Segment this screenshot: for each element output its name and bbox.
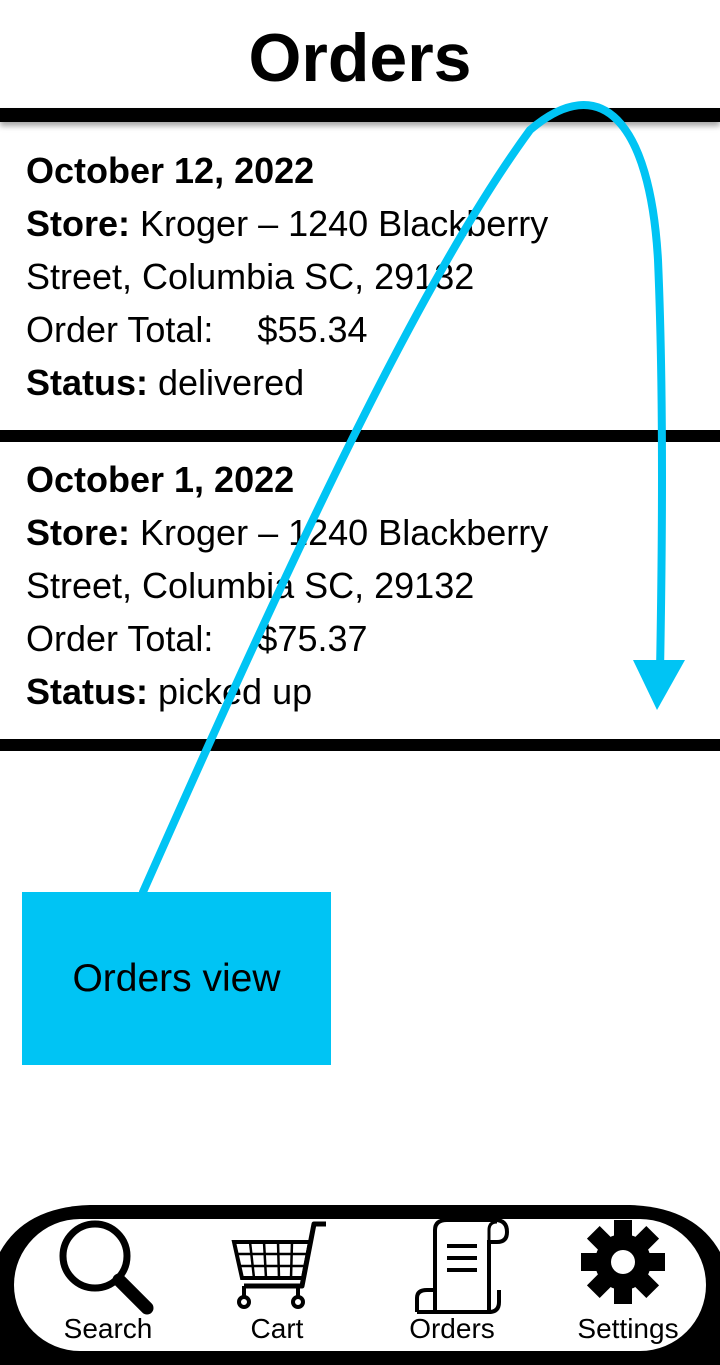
order-date: October 1, 2022 bbox=[26, 459, 295, 500]
order-card-2[interactable]: October 1, 2022 Store: Kroger – 1240 Bla… bbox=[26, 453, 706, 718]
gear-icon bbox=[581, 1220, 665, 1304]
order-total-label: Order Total: bbox=[26, 618, 214, 659]
tab-label: Search bbox=[63, 1313, 153, 1344]
tab-label: Orders bbox=[409, 1313, 495, 1344]
order-total-line: Order Total: $55.34 bbox=[26, 303, 706, 356]
tab-bar-frame bbox=[0, 1205, 720, 1365]
order-store-line1: Store: Kroger – 1240 Blackberry bbox=[26, 506, 706, 559]
order-card-1[interactable]: October 12, 2022 Store: Kroger – 1240 Bl… bbox=[26, 144, 706, 409]
order-total-value: $75.37 bbox=[257, 618, 368, 659]
header-divider bbox=[0, 108, 720, 122]
tab-cart[interactable]: Cart bbox=[202, 1216, 352, 1354]
tab-label: Cart bbox=[250, 1313, 304, 1344]
bottom-tab-bar: Search Cart Orders bbox=[0, 1202, 720, 1365]
annotation-callout: Orders view bbox=[22, 892, 331, 1065]
store-address-line1: Kroger – 1240 Blackberry bbox=[130, 203, 549, 244]
status-value: picked up bbox=[148, 671, 313, 712]
receipt-scroll-icon bbox=[415, 1218, 510, 1314]
order-total-label: Order Total: bbox=[26, 309, 214, 350]
tab-settings[interactable]: Settings bbox=[553, 1216, 703, 1354]
list-end-divider bbox=[0, 739, 720, 751]
magnifier-icon bbox=[59, 1220, 154, 1315]
store-address-line1: Kroger – 1240 Blackberry bbox=[130, 512, 549, 553]
status-label: Status: bbox=[26, 362, 149, 403]
store-label: Store: bbox=[26, 203, 131, 244]
store-address-line2: Street, Columbia SC, 29132 bbox=[26, 256, 475, 297]
tab-label: Settings bbox=[577, 1313, 679, 1344]
order-date: October 12, 2022 bbox=[26, 150, 315, 191]
order-total-line: Order Total: $75.37 bbox=[26, 612, 706, 665]
store-address-line2: Street, Columbia SC, 29132 bbox=[26, 565, 475, 606]
order-status-line: Status: picked up bbox=[26, 665, 706, 718]
status-value: delivered bbox=[148, 362, 305, 403]
order-divider bbox=[0, 430, 720, 442]
shopping-cart-icon bbox=[231, 1221, 326, 1309]
page-title: Orders bbox=[248, 20, 472, 96]
order-total-value: $55.34 bbox=[257, 309, 368, 350]
order-status-line: Status: delivered bbox=[26, 356, 706, 409]
annotation-label: Orders view bbox=[72, 956, 281, 1000]
order-store-line1: Store: Kroger – 1240 Blackberry bbox=[26, 197, 706, 250]
tab-search[interactable]: Search bbox=[33, 1216, 183, 1354]
store-label: Store: bbox=[26, 512, 131, 553]
tab-orders[interactable]: Orders bbox=[377, 1216, 527, 1354]
status-label: Status: bbox=[26, 671, 149, 712]
